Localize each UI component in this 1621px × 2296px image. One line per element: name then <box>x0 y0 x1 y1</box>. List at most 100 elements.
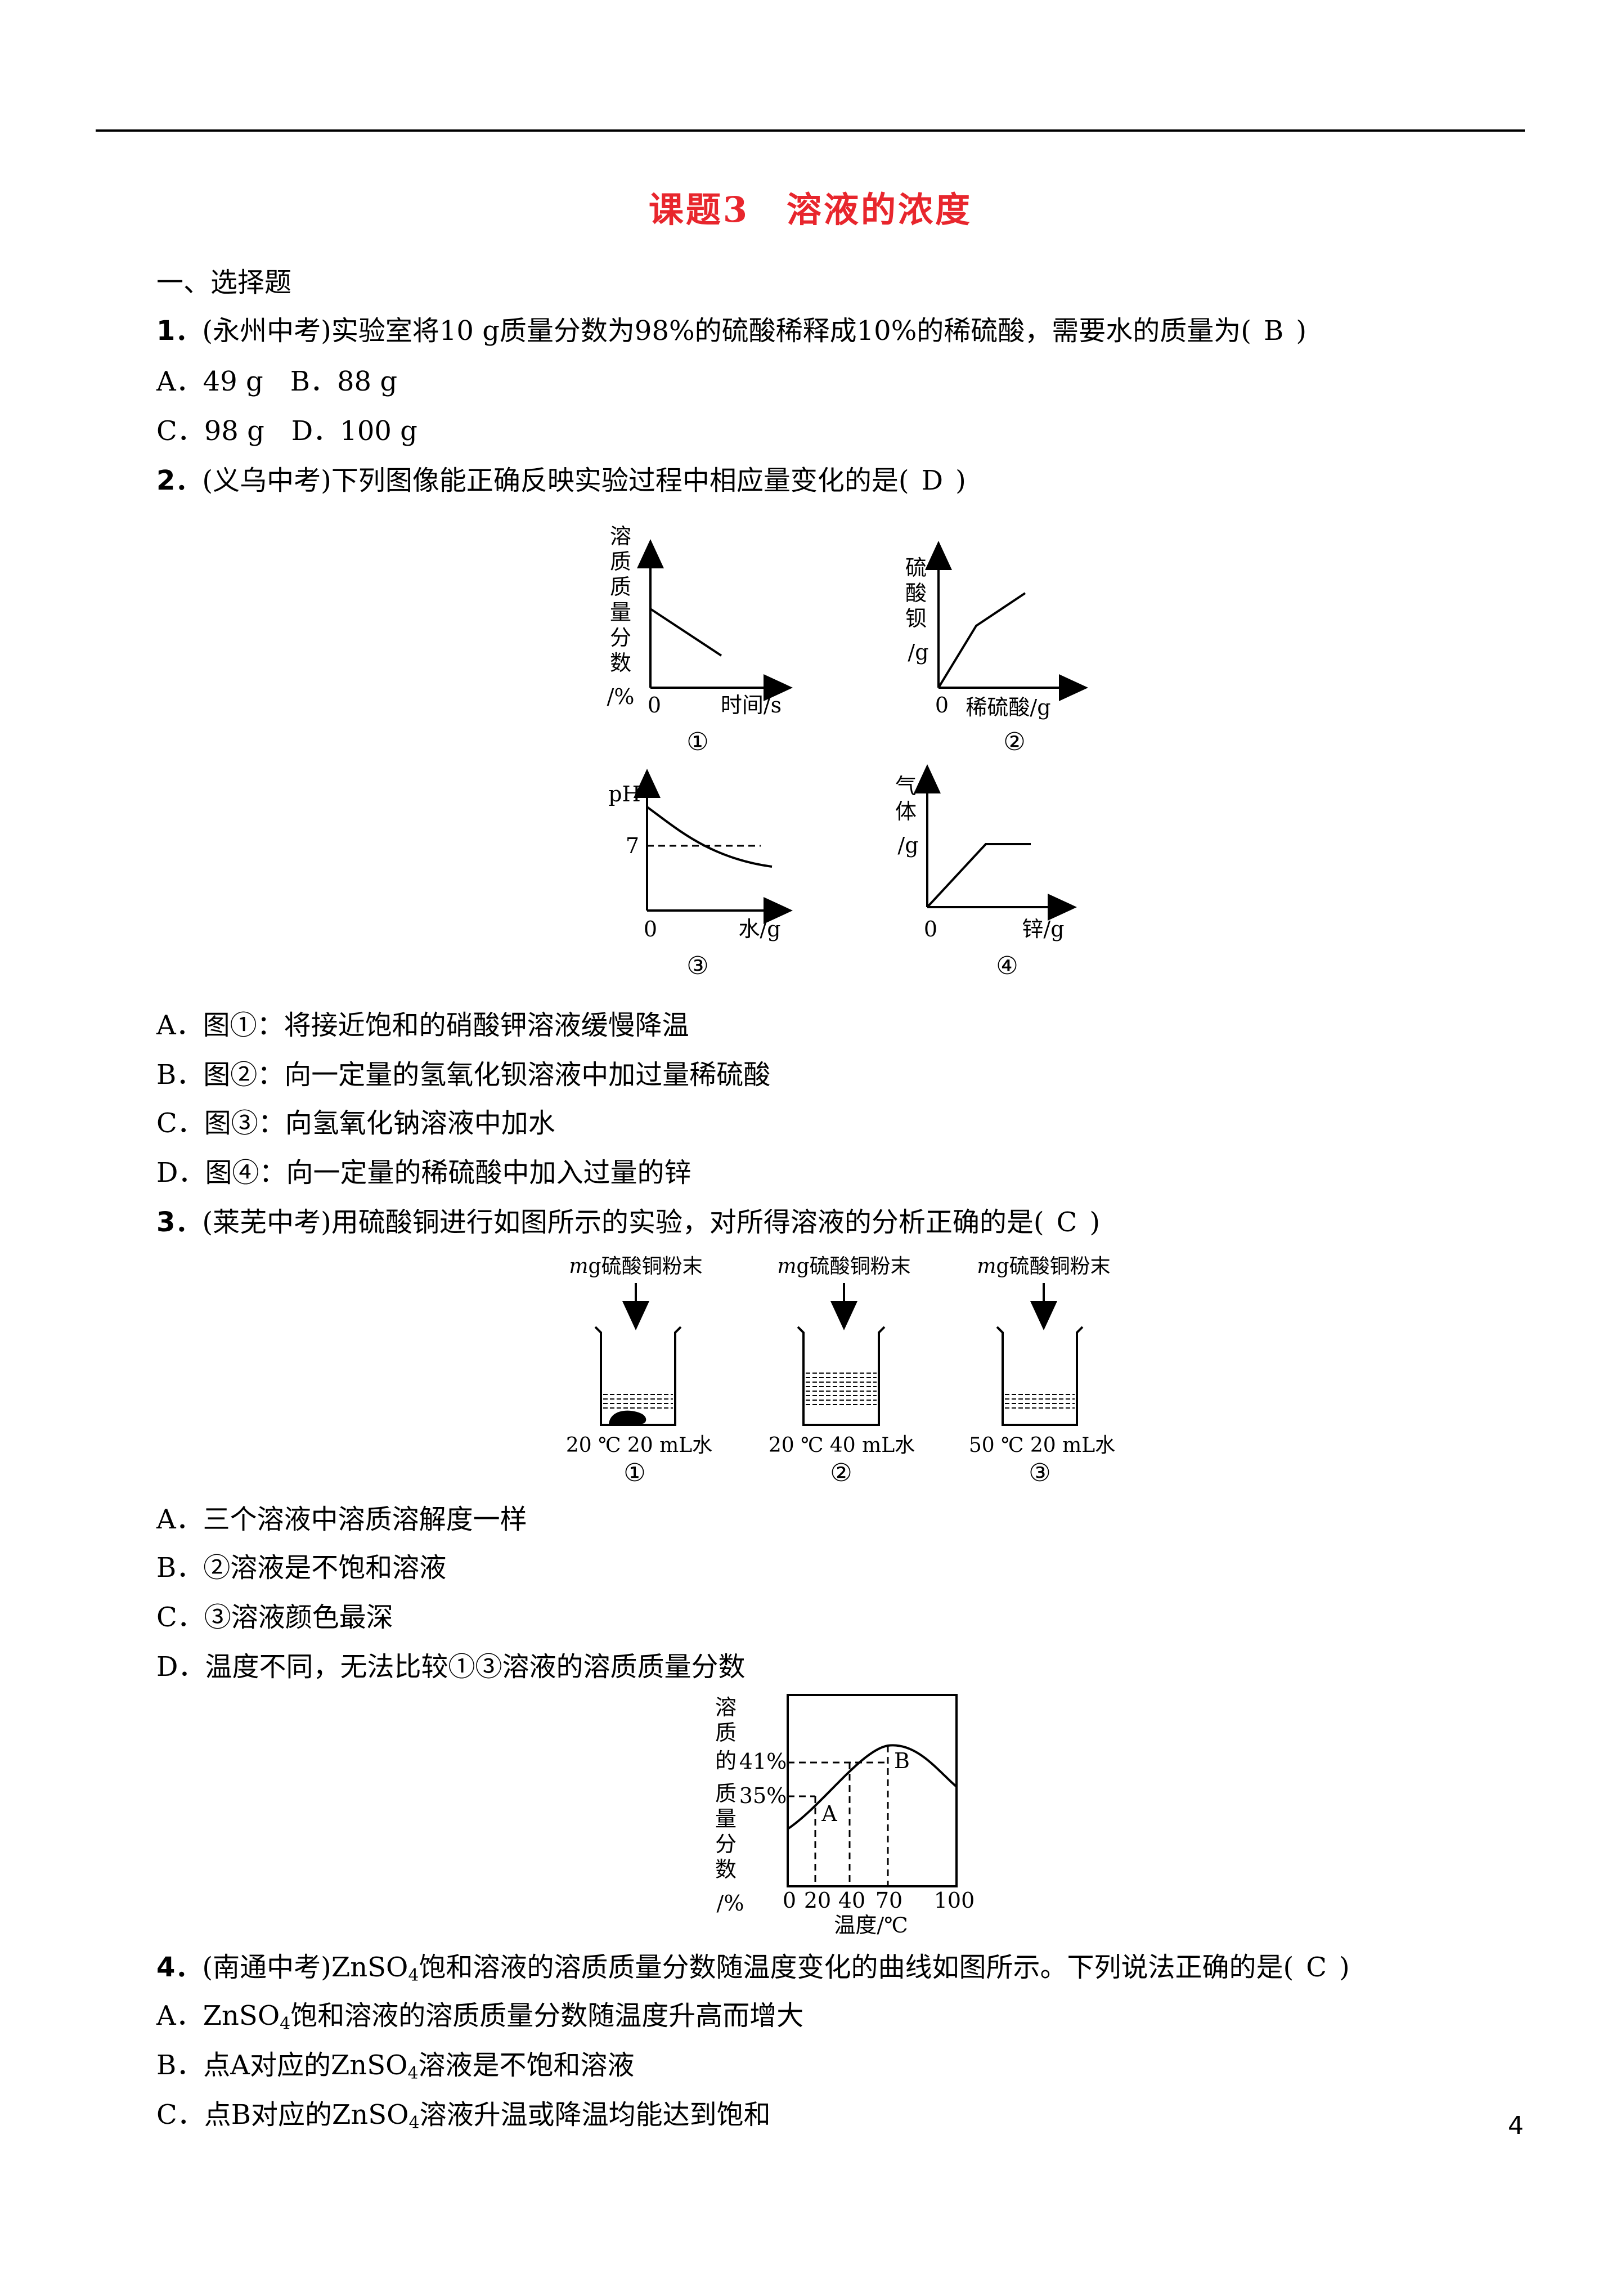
question-number: 4． <box>156 1952 203 1983</box>
subscript: 4 <box>408 2113 420 2133</box>
znso4-graph: 溶 质 的 质 量 分 数 /% 41% 35% A B 0 20 40 70 … <box>715 1694 975 1938</box>
tick-label: 7 <box>626 833 639 858</box>
y-axis-label-char: 质 <box>610 549 631 574</box>
close-paren: ) <box>1339 1952 1350 1983</box>
header-rule <box>96 129 1525 132</box>
close-paren: ) <box>955 465 966 496</box>
graph-caption: ③ <box>686 952 708 980</box>
y-axis-label-char: /% <box>607 684 635 709</box>
y-axis-label-char: 分 <box>715 1832 737 1856</box>
beaker-caption: ② <box>830 1459 852 1487</box>
question-text: (永州中考)实验室将10 g质量分数为98%的硫酸稀释成10%的稀硫酸，需要水的… <box>202 315 1252 347</box>
solution-level <box>806 1373 877 1405</box>
option: A．图①：将接近饱和的硝酸钾溶液缓慢降温 <box>156 1010 689 1041</box>
x-axis-label: 水/g <box>738 917 780 941</box>
option: B．图②：向一定量的氢氧化钡溶液中加过量稀硫酸 <box>156 1059 771 1091</box>
y-tick-35: 35% <box>739 1783 787 1808</box>
graph-caption: ④ <box>996 952 1018 980</box>
y-axis-label-char: 量 <box>715 1806 737 1831</box>
beaker-top-label: mg硫酸铜粉末 <box>777 1255 910 1278</box>
y-axis-label-char: 硫 <box>905 555 927 580</box>
origin-label: 0 <box>935 693 949 718</box>
close-paren: ) <box>1296 315 1307 347</box>
question-text: (义乌中考)下列图像能正确反映实验过程中相应量变化的是( <box>202 465 909 496</box>
graph-caption: ① <box>686 728 708 756</box>
subscript: 4 <box>407 2064 419 2083</box>
section-heading: 一、选择题 <box>156 267 292 298</box>
y-axis-label-char: /g <box>897 833 918 858</box>
x-tick: 20 <box>804 1888 831 1913</box>
y-axis-label-char: 数 <box>715 1857 737 1882</box>
guide-lines <box>788 1746 889 1886</box>
close-paren: ) <box>1089 1207 1101 1238</box>
point-a-label: A <box>821 1801 837 1826</box>
option-text-pre: B．点A对应的ZnSO <box>156 2050 408 2081</box>
option: C．点B对应的ZnSO4溶液升温或降温均能达到饱和 <box>156 2098 771 2140</box>
origin-label: 0 <box>924 917 937 941</box>
option-text-post: 溶液是不饱和溶液 <box>418 2050 635 2081</box>
beaker-3: mg硫酸铜粉末 50 ℃ 20 mL水 ③ <box>969 1255 1115 1487</box>
y-axis-label-char: 的 <box>715 1748 737 1773</box>
beaker <box>996 1326 1084 1426</box>
graph-4: 气 体 /g 0 锌/g ④ <box>895 764 1077 980</box>
beaker <box>797 1326 886 1426</box>
option: D．温度不同，无法比较①③溶液的溶质质量分数 <box>156 1651 746 1683</box>
y-axis-label-char: 数 <box>610 651 631 675</box>
y-axis-label-char: 溶 <box>715 1695 737 1720</box>
question-4: 4．(南通中考)ZnSO4饱和溶液的溶质质量分数随温度变化的曲线如图所示。下列说… <box>156 1950 1350 1993</box>
curve <box>937 592 1026 689</box>
beaker-top-label: mg硫酸铜粉末 <box>569 1255 702 1278</box>
option: C．98 g D．100 g <box>156 415 417 447</box>
answer: C <box>1056 1207 1077 1238</box>
y-axis-label-char: 量 <box>610 600 631 625</box>
curve <box>926 843 1031 908</box>
x-tick: 70 <box>875 1888 902 1913</box>
x-axis-label: 时间/s <box>721 693 782 718</box>
y-axis-label-char: 质 <box>715 1720 737 1745</box>
curve <box>649 608 722 657</box>
option-text-pre: A．ZnSO <box>156 2000 280 2032</box>
option: D．图④：向一定量的稀硫酸中加入过量的锌 <box>156 1157 691 1189</box>
beaker-2: mg硫酸铜粉末 20 ℃ 40 mL水 ② <box>769 1255 915 1487</box>
option: C．图③：向氢氧化钠溶液中加水 <box>156 1107 555 1139</box>
curve <box>646 806 773 868</box>
solution-level <box>1005 1394 1075 1409</box>
option-text-post: 饱和溶液的溶质质量分数随温度升高而增大 <box>290 2000 804 2032</box>
beaker <box>594 1326 682 1426</box>
option: A．49 g B．88 g <box>156 366 398 397</box>
y-axis-label-char: 气 <box>895 774 917 799</box>
graph-caption: ② <box>1003 728 1025 756</box>
y-axis-label-char: 体 <box>895 799 917 824</box>
graph-3: pH 7 0 水/g ③ <box>608 769 793 980</box>
beaker-condition-label: 50 ℃ 20 mL水 <box>969 1434 1115 1457</box>
x-tick: 40 <box>838 1888 865 1913</box>
undissolved-solid <box>609 1410 646 1424</box>
solubility-curve <box>787 1744 958 1830</box>
option: B．点A对应的ZnSO4溶液是不饱和溶液 <box>156 2048 635 2091</box>
question-text-pre: (南通中考)ZnSO <box>202 1952 408 1983</box>
option-text-pre: C．点B对应的ZnSO <box>156 2099 409 2131</box>
solution-level <box>603 1394 673 1409</box>
question-3: 3．(莱芜中考)用硫酸铜进行如图所示的实验，对所得溶液的分析正确的是(C) <box>156 1205 1100 1239</box>
y-axis-label-char: 酸 <box>905 581 927 606</box>
answer: D <box>921 465 944 496</box>
answer: C <box>1306 1952 1327 1983</box>
y-axis-label-char: /% <box>717 1891 744 1916</box>
beaker-caption: ③ <box>1029 1459 1050 1487</box>
option: A．ZnSO4饱和溶液的溶质质量分数随温度升高而增大 <box>156 1999 803 2041</box>
option: A．三个溶液中溶质溶解度一样 <box>156 1504 527 1535</box>
y-axis-label-char: 质 <box>610 575 631 599</box>
y-axis-label: pH <box>608 782 640 806</box>
x-tick: 0 <box>783 1888 796 1913</box>
x-tick: 100 <box>934 1888 975 1913</box>
answer: B <box>1264 315 1284 347</box>
question-number: 1． <box>156 315 203 347</box>
y-axis-label-char: 钡 <box>905 606 927 631</box>
beaker-top-label: mg硫酸铜粉末 <box>977 1255 1110 1278</box>
page-number: 4 <box>1508 2111 1524 2140</box>
origin-label: 0 <box>644 917 657 941</box>
point-b-label: B <box>894 1748 910 1773</box>
subscript: 4 <box>408 1966 419 1985</box>
option-text-post: 溶液升温或降温均能达到饱和 <box>419 2099 771 2131</box>
